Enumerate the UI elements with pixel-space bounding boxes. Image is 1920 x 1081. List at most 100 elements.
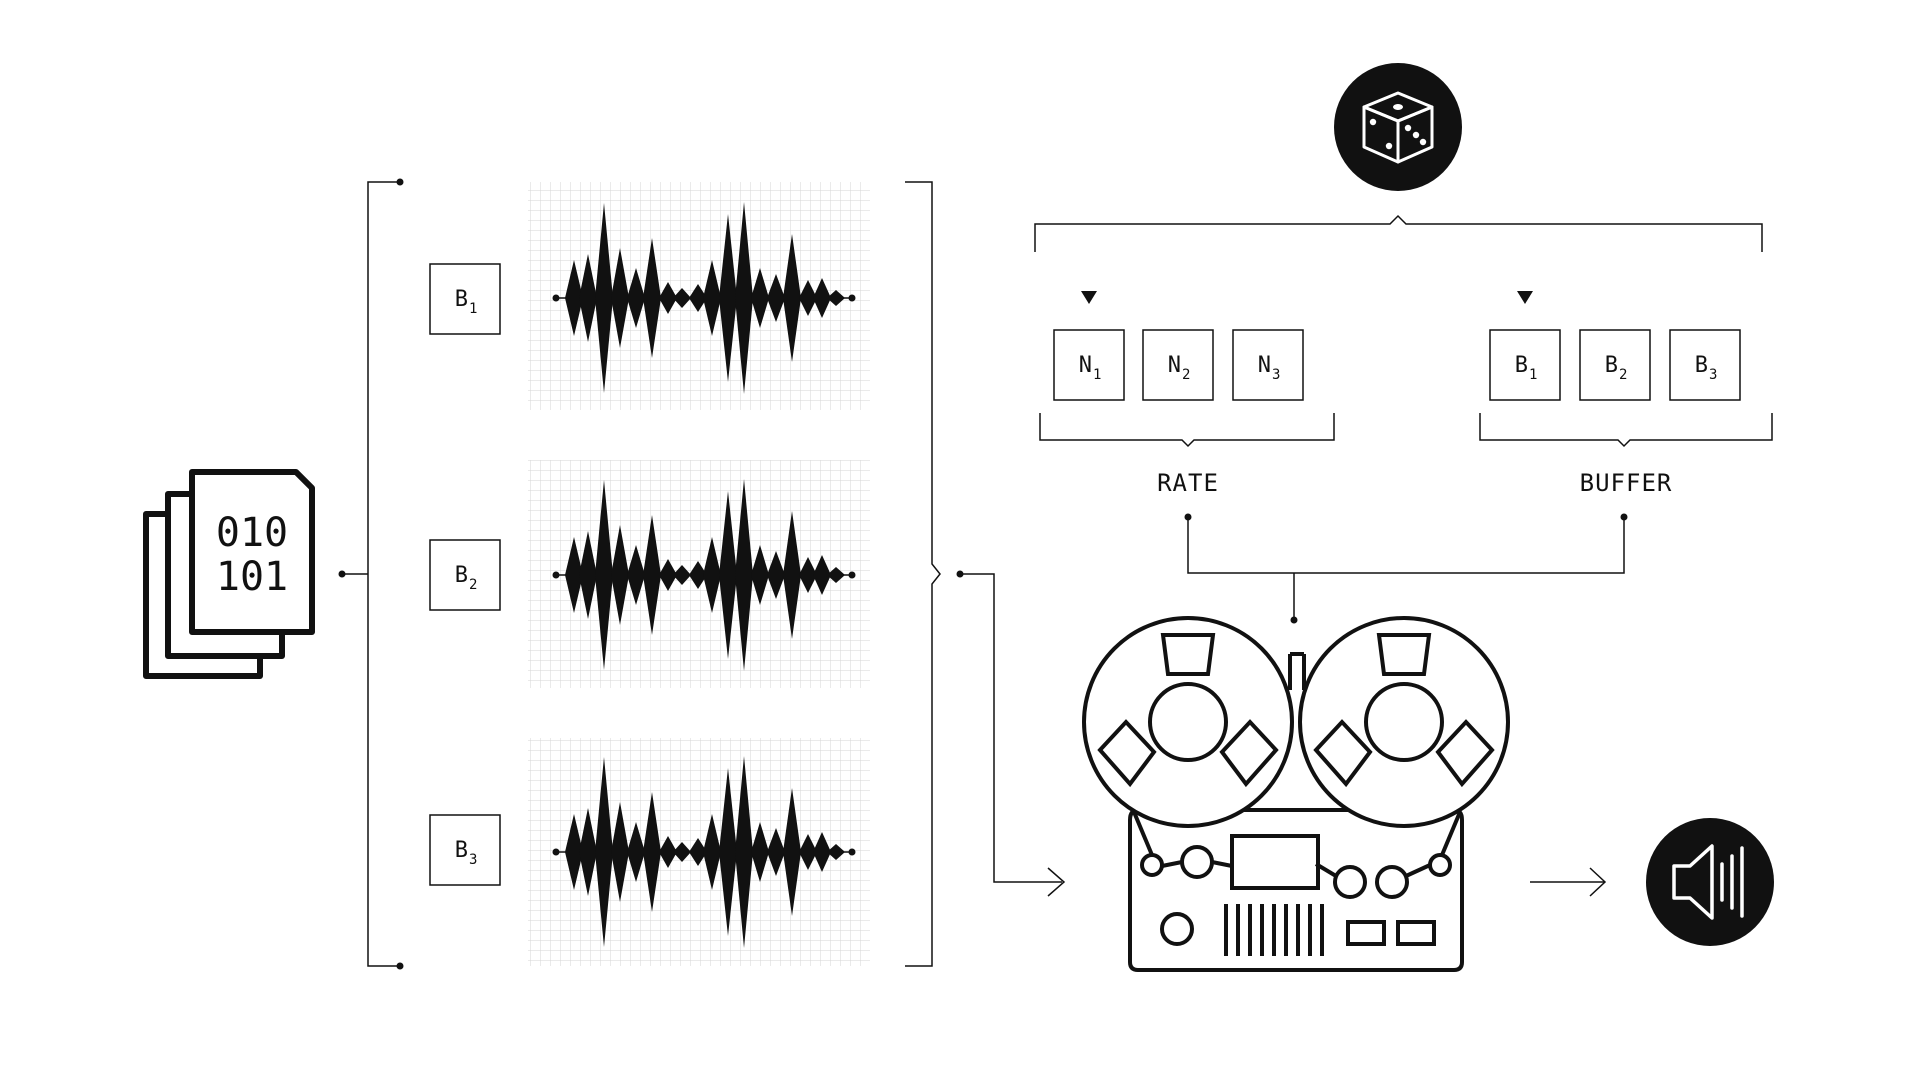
- waveform-spike: [767, 274, 785, 322]
- waveform-endpoint: [552, 294, 560, 302]
- waveform-endpoint: [848, 848, 856, 856]
- waveform-endpoint: [552, 848, 560, 856]
- waveform-spike: [783, 511, 801, 639]
- buffer-selector-marker: [1517, 291, 1533, 304]
- buffer-option-box: [1669, 329, 1741, 401]
- waveform-spike: [719, 491, 737, 659]
- waveform-spike: [827, 290, 845, 306]
- waveform-spike: [813, 832, 831, 872]
- svg-text:3: 3: [1709, 367, 1717, 383]
- waveform-spike: [689, 838, 707, 866]
- svg-text:2: 2: [469, 577, 477, 593]
- buffer-row-3: B 3: [429, 738, 870, 966]
- buffer-option-sub: 1: [1529, 367, 1537, 383]
- rate-selector-marker: [1081, 291, 1097, 304]
- waveform-spike: [751, 822, 769, 882]
- waveform-spike: [579, 254, 597, 342]
- rate-option-box: [1232, 329, 1304, 401]
- waveform-spike: [595, 757, 613, 947]
- reel-to-reel-tape-icon: [1082, 616, 1510, 972]
- waveform-spike: [659, 836, 677, 868]
- svg-text:1: 1: [1529, 367, 1537, 383]
- waveform-spike: [703, 537, 721, 613]
- waveform-spike: [565, 260, 583, 336]
- rate-bracket: [1039, 413, 1335, 448]
- binary-line-2: 101: [216, 554, 288, 600]
- waveform-spike: [751, 545, 769, 605]
- svg-text:B: B: [1695, 353, 1708, 378]
- output-arrow: [1530, 867, 1607, 897]
- waveform-spike: [659, 282, 677, 314]
- svg-text:B: B: [455, 287, 468, 312]
- rate-option-box: [1053, 329, 1125, 401]
- waveform-spike: [565, 814, 583, 890]
- speaker-icon: [1646, 818, 1774, 946]
- waveform-spike: [611, 802, 629, 902]
- waveform-spike: [813, 555, 831, 595]
- binary-line-1: 010: [216, 510, 288, 556]
- buffer-label-sub: 1: [469, 301, 477, 317]
- waveform-spike: [719, 768, 737, 936]
- waveform-spike: [673, 288, 691, 308]
- waveform-endpoint: [552, 571, 560, 579]
- svg-text:N: N: [1258, 353, 1271, 378]
- waveform-spike: [643, 238, 661, 358]
- waveform: [552, 479, 856, 671]
- svg-text:N: N: [1168, 353, 1181, 378]
- buffer-label-box: [429, 539, 501, 611]
- waveform-spike: [751, 268, 769, 328]
- waveform-spike: [783, 234, 801, 362]
- waveform-spike: [689, 561, 707, 589]
- rate-options: N 1 N 2 N 3: [1053, 329, 1304, 401]
- rate-option-label: N: [1168, 353, 1181, 378]
- buffer-label: B: [455, 287, 468, 312]
- waveform-spike: [595, 480, 613, 670]
- rate-option-sub: 1: [1093, 367, 1101, 383]
- dice-icon: [1334, 63, 1462, 191]
- buffer-option-label: B: [1515, 353, 1528, 378]
- parameter-connectors: [1184, 513, 1628, 624]
- rate-option-box: [1142, 329, 1214, 401]
- waveform-spike: [735, 756, 753, 948]
- waveform-spike: [767, 828, 785, 876]
- waveform-spike: [643, 515, 661, 635]
- svg-text:1: 1: [469, 301, 477, 317]
- waveform-spike: [627, 268, 645, 328]
- waveform: [552, 756, 856, 948]
- svg-text:3: 3: [1272, 367, 1280, 383]
- random-selection-bracket: [1034, 214, 1763, 252]
- waveform-spike: [799, 834, 817, 870]
- waveform-spike: [611, 248, 629, 348]
- waveform-spike: [703, 260, 721, 336]
- buffer-option-box: [1489, 329, 1561, 401]
- svg-text:3: 3: [469, 852, 477, 868]
- buffer-options: B 1 B 2 B 3: [1489, 329, 1741, 401]
- svg-text:2: 2: [1182, 367, 1190, 383]
- buffer-label: B: [455, 563, 468, 588]
- waveform-spike: [799, 280, 817, 316]
- waveform-spike: [827, 567, 845, 583]
- waveform-spike: [673, 842, 691, 862]
- files-connector: [338, 570, 368, 578]
- svg-text:B: B: [1515, 353, 1528, 378]
- buffer-label-sub: 2: [469, 577, 477, 593]
- buffer-label-title: BUFFER: [1580, 469, 1673, 497]
- svg-text:B: B: [1605, 353, 1618, 378]
- waveform-spike: [735, 479, 753, 671]
- waveform-spike: [735, 202, 753, 394]
- rate-option-sub: 3: [1272, 367, 1280, 383]
- waveform-spike: [799, 557, 817, 593]
- waveform: [552, 202, 856, 394]
- waveform-spike: [827, 844, 845, 860]
- svg-text:2: 2: [1619, 367, 1627, 383]
- buffer-option-label: B: [1695, 353, 1708, 378]
- buffer-option-box: [1579, 329, 1651, 401]
- waveform-spike: [673, 565, 691, 585]
- buffer-option-sub: 2: [1619, 367, 1627, 383]
- svg-text:1: 1: [1093, 367, 1101, 383]
- waveform-spike: [783, 788, 801, 916]
- waveform-spike: [689, 284, 707, 312]
- buffer-bracket: [1479, 413, 1773, 448]
- waveform-spike: [579, 531, 597, 619]
